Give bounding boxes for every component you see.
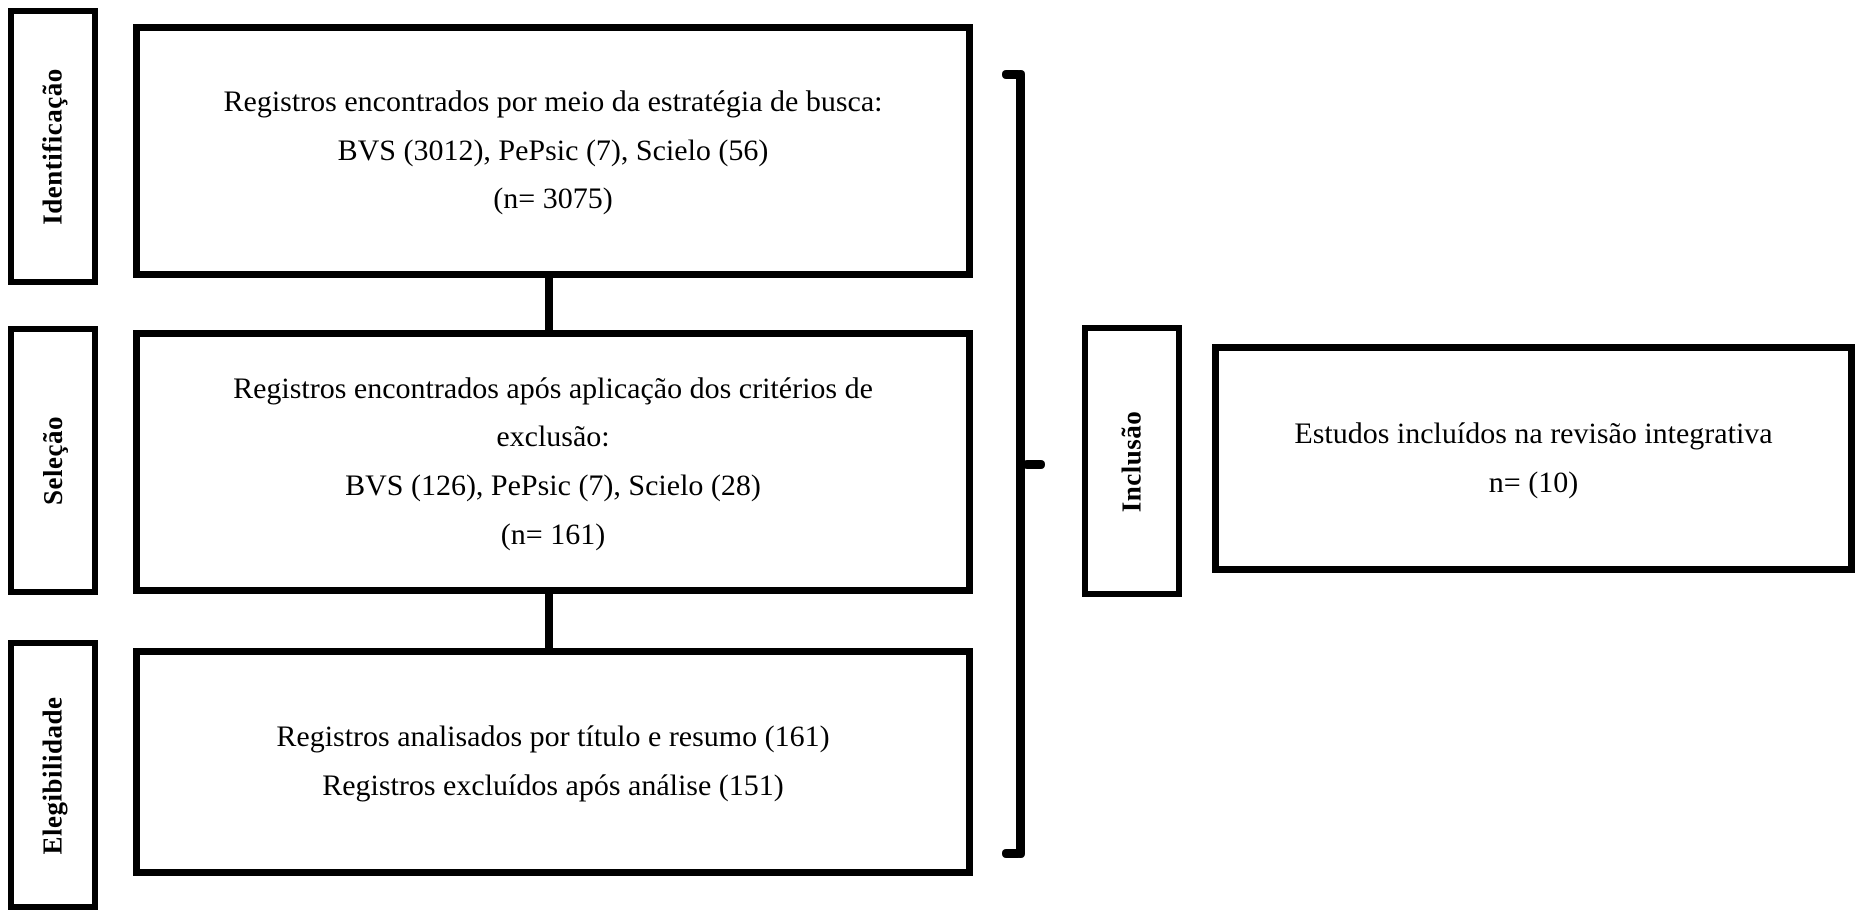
brace-bottom-tip (1002, 849, 1022, 858)
connector-screening-to-eligibility (545, 592, 553, 652)
stage-label-identificacao: Identificação (8, 8, 98, 285)
stage-label-selecao-text: Seleção (37, 416, 68, 505)
brace-spine (1016, 70, 1025, 858)
brace-top-tip (1002, 70, 1022, 79)
box-identification-line-3: (n= 3075) (493, 182, 613, 216)
box-eligibility: Registros analisados por título e resumo… (133, 648, 973, 876)
box-eligibility-line-1: Registros analisados por título e resumo… (276, 720, 830, 754)
box-screening-line-2: exclusão: (496, 420, 610, 454)
box-screening-line-4: (n= 161) (500, 517, 606, 551)
stage-label-inclusao-text: Inclusão (1116, 410, 1147, 512)
box-included-line-1: Estudos incluídos na revisão integrativa (1294, 416, 1773, 450)
box-included: Estudos incluídos na revisão integrativa… (1212, 344, 1855, 573)
box-identification-line-2: BVS (3012), PePsic (7), Scielo (56) (337, 133, 769, 167)
box-screening: Registros encontrados após aplicação dos… (133, 330, 973, 594)
brace-center-nose (1023, 460, 1045, 469)
box-eligibility-line-2: Registros excluídos após análise (151) (322, 769, 784, 802)
box-screening-line-3: BVS (126), PePsic (7), Scielo (28) (345, 469, 761, 502)
stage-label-elegibilidade-text: Elegibilidade (37, 695, 68, 855)
stage-label-elegibilidade: Elegibilidade (8, 640, 98, 910)
stage-label-identificacao-text: Identificação (37, 68, 68, 225)
box-screening-line-1: Registros encontrados após aplicação dos… (233, 371, 873, 405)
grouping-brace-icon (1002, 70, 1046, 858)
connector-identification-to-screening (545, 277, 553, 333)
stage-label-selecao: Seleção (8, 326, 98, 595)
box-included-line-2: n= (10) (1488, 465, 1579, 499)
box-identification: Registros encontrados por meio da estrat… (133, 24, 973, 278)
box-identification-line-1: Registros encontrados por meio da estrat… (223, 85, 883, 119)
stage-label-inclusao: Inclusão (1082, 325, 1182, 597)
